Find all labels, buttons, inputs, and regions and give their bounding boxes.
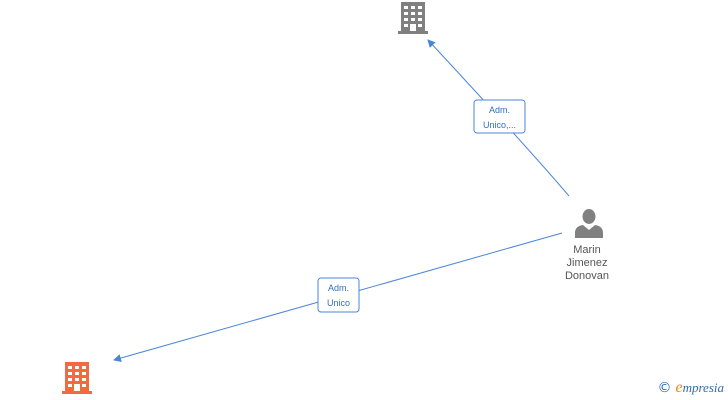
brand-initial: e (675, 379, 683, 396)
edge-label-line-2: Unico,... (483, 120, 516, 130)
building-icon (62, 362, 92, 394)
edge-label-line-1: Adm. (489, 105, 510, 115)
brand-name: mpresia (682, 380, 724, 395)
edge-person-to-top-company[interactable]: Adm. Unico,... (427, 39, 570, 197)
person-name-line-3: Donovan (564, 270, 610, 282)
copyright-symbol: © (657, 380, 672, 396)
edge-label-box[interactable] (473, 99, 526, 134)
company-node-bottom[interactable] (62, 362, 92, 394)
person-name-line-1: Marin (573, 244, 601, 256)
person-name-line-2: Jimenez (566, 257, 608, 269)
person-node[interactable] (575, 209, 603, 238)
edge-label-line-2: Unico (327, 298, 350, 308)
building-icon (398, 2, 428, 34)
edge-label-line-1: Adm. (328, 283, 349, 293)
company-node-top[interactable] (398, 2, 428, 34)
person-icon (575, 209, 603, 238)
edge-label-box[interactable] (317, 277, 360, 313)
edge-person-to-bottom-company[interactable]: Adm. Unico (113, 232, 563, 362)
brand-logo[interactable]: ©empresia (657, 379, 724, 397)
person-name-label[interactable]: Marin Jimenez Donovan (548, 244, 626, 283)
